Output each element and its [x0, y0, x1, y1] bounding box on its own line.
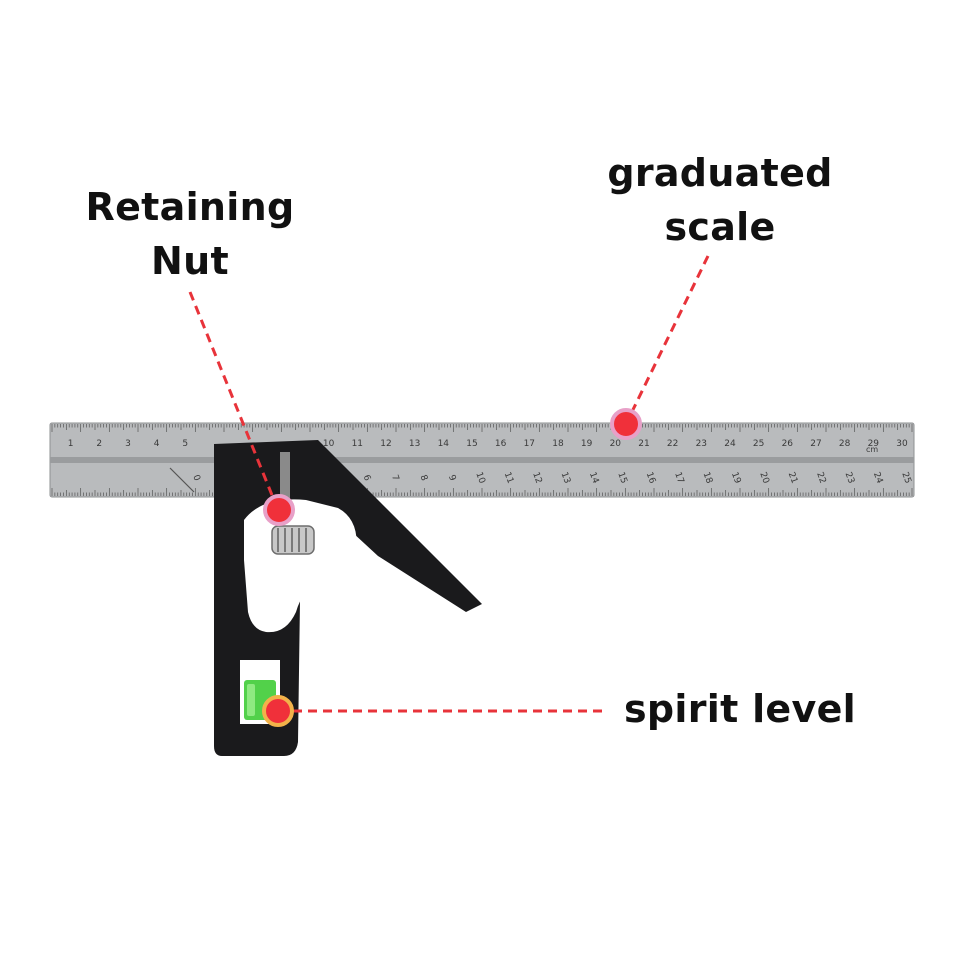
- ruler-number-top: 2: [96, 439, 102, 449]
- ruler-number-top: 24: [724, 439, 736, 449]
- ruler-number-bottom: 17: [672, 471, 685, 485]
- spirit-level-marker: [262, 695, 294, 727]
- ruler-number-top: 21: [638, 439, 649, 449]
- head-cutout: [244, 499, 357, 633]
- ruler-number-bottom: 6: [361, 474, 372, 483]
- ruler-number-bottom: 18: [701, 471, 714, 485]
- ruler-number-top: 16: [495, 439, 507, 449]
- ruler-number-top: 13: [409, 439, 420, 449]
- retaining-nut-knob: [271, 525, 315, 555]
- ruler-number-top: 12: [380, 439, 391, 449]
- level-vial-highlight: [247, 684, 255, 716]
- retaining-nut-leader: [188, 291, 280, 511]
- graduated-scale-label-line1: graduated: [607, 151, 833, 195]
- ruler-number-top: 5: [182, 439, 188, 449]
- ruler-number-bottom: 16: [644, 471, 657, 485]
- ruler-number-bottom: 7: [389, 474, 400, 483]
- spirit-level-label: spirit level: [620, 682, 860, 736]
- ruler-number-bottom: 12: [530, 471, 543, 485]
- retaining-nut-label-line1: Retaining: [85, 185, 295, 229]
- ruler-number-top: 19: [581, 439, 593, 449]
- ruler-ticks-top: [51, 424, 913, 432]
- ruler-number-bottom: 14: [587, 471, 600, 485]
- ruler-number-bottom: 19: [729, 471, 742, 485]
- ruler-number-top: 22: [667, 439, 678, 449]
- ruler-number-top: 14: [438, 439, 450, 449]
- graduated-scale-label-line2: scale: [664, 205, 776, 249]
- ruler-number-bottom: 25: [899, 471, 912, 485]
- ruler-number-top: 23: [696, 439, 707, 449]
- ruler-number-bottom: 22: [814, 471, 827, 485]
- graduated-scale-label: graduated scale: [590, 146, 850, 254]
- lock-rod: [280, 452, 290, 512]
- ruler-number-bottom: 9: [446, 474, 457, 483]
- ruler-number-bottom: 0: [190, 474, 201, 483]
- ruler-diagonal-mark: [169, 467, 195, 493]
- retaining-nut-label: Retaining Nut: [70, 180, 310, 288]
- ruler-number-bottom: 8: [418, 474, 429, 483]
- ruler-groove: [50, 457, 914, 463]
- ruler-number-top: 1: [68, 439, 74, 449]
- ruler-number-bottom: 21: [786, 471, 799, 485]
- ruler-number-top: 26: [782, 439, 794, 449]
- ruler-number-bottom: 24: [871, 471, 884, 485]
- ruler-number-top: 17: [524, 439, 535, 449]
- ruler-number-bottom: 23: [843, 471, 856, 485]
- ruler-number-top: 29: [868, 439, 880, 449]
- ruler-number-top: 18: [552, 439, 564, 449]
- ruler-number-bottom: 13: [559, 471, 572, 485]
- ruler-number-bottom: 11: [502, 471, 515, 485]
- ruler-number-top: 15: [466, 439, 477, 449]
- ruler-number-bottom: 15: [615, 471, 628, 485]
- ruler-number-top: 10: [323, 439, 335, 449]
- ruler-number-top: 3: [125, 439, 131, 449]
- graduated-scale-marker: [610, 408, 642, 440]
- ruler-number-top: 20: [610, 439, 622, 449]
- ruler-number-top: 4: [154, 439, 160, 449]
- ruler-number-top: 25: [753, 439, 764, 449]
- graduated-scale-leader: [624, 255, 710, 425]
- ruler-unit-mark: cm: [866, 445, 878, 454]
- ruler-number-top: 28: [839, 439, 851, 449]
- ruler-number-bottom: 10: [473, 471, 486, 485]
- ruler-number-bottom: 20: [757, 471, 770, 485]
- ruler-number-top: 30: [896, 439, 908, 449]
- retaining-nut-label-line2: Nut: [151, 239, 229, 283]
- spirit-level-label-line1: spirit level: [624, 687, 856, 731]
- retaining-nut-marker: [263, 494, 295, 526]
- ruler-number-top: 27: [810, 439, 821, 449]
- ruler-number-top: 11: [352, 439, 363, 449]
